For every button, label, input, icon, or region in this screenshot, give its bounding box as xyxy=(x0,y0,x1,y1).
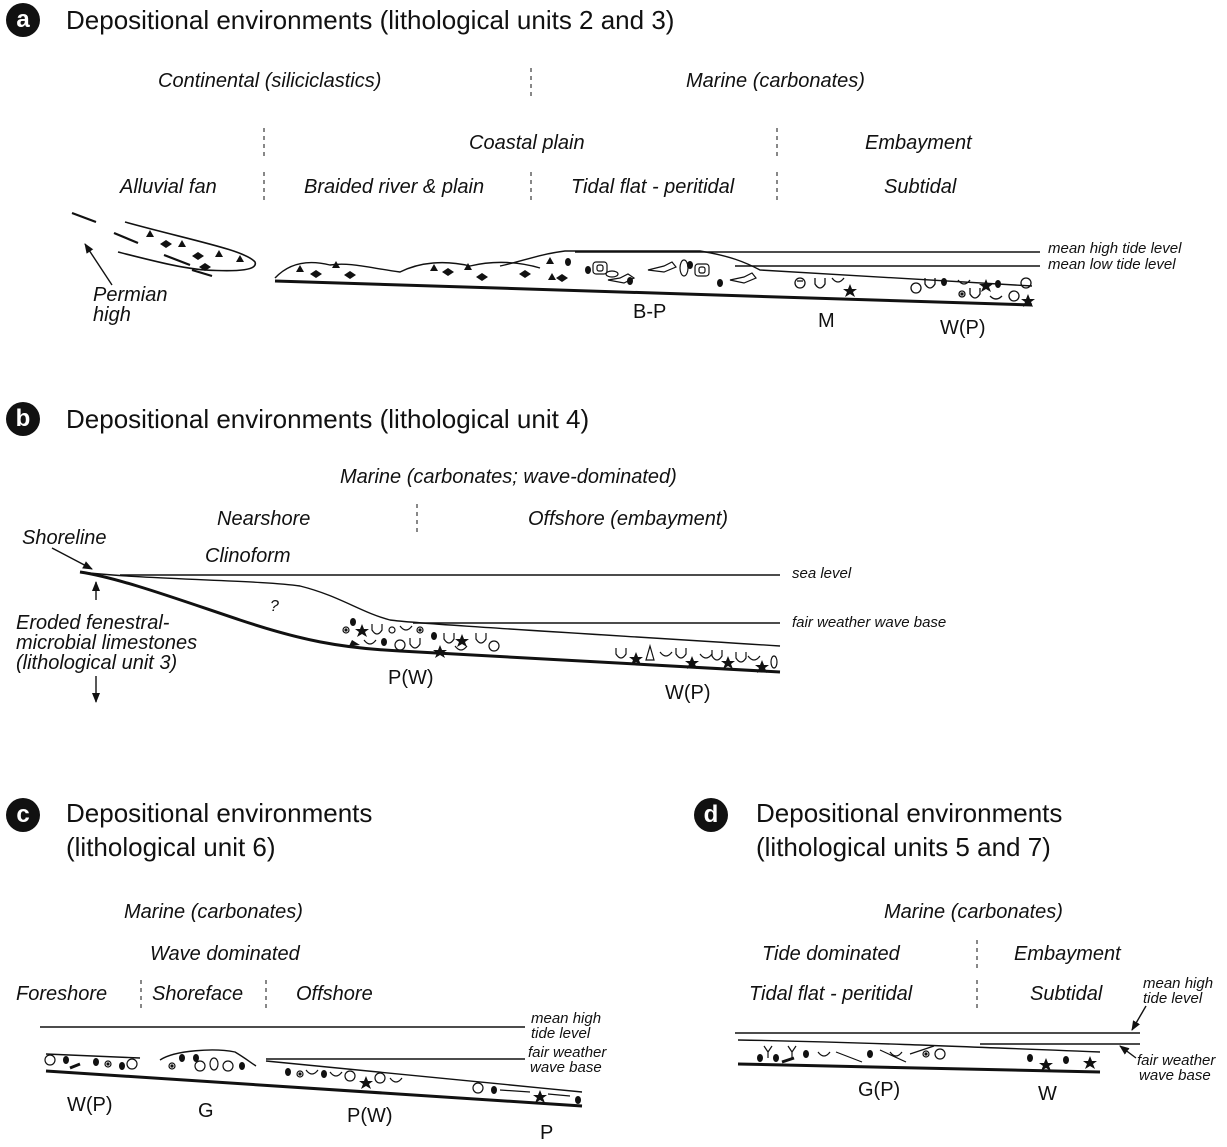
mht-arrow-d xyxy=(1131,1005,1147,1031)
tidal-flat-top xyxy=(499,250,1033,287)
panel-a-title: Depositional environments (lithological … xyxy=(66,5,675,35)
label-eroded-2: microbial limestones xyxy=(16,632,198,654)
label-braided: Braided river & plain xyxy=(304,176,485,198)
panel-a-badge: a xyxy=(6,3,40,37)
basin-base-line xyxy=(274,279,1033,307)
label-marine-a: Marine (carbonates) xyxy=(686,70,865,92)
label-offshore-b: Offshore (embayment) xyxy=(528,508,729,530)
panel-a-drawing xyxy=(71,68,1040,307)
label-embayment-d: Embayment xyxy=(1014,943,1121,965)
alluvial-fan-symbols xyxy=(146,230,568,282)
label-eroded-1: Eroded fenestral- xyxy=(16,612,170,634)
foreshore-top xyxy=(45,1053,141,1059)
label-fw-d-1: fair weather xyxy=(1137,1052,1216,1069)
label-alluvial-fan: Alluvial fan xyxy=(120,176,217,198)
label-fw-d-2: wave base xyxy=(1139,1067,1211,1084)
label-fwwb-b: fair weather wave base xyxy=(792,614,947,631)
label-wave-dominated: Wave dominated xyxy=(150,943,300,965)
code-g-c: G xyxy=(198,1100,214,1122)
code-w-p-a: W(P) xyxy=(940,317,986,339)
label-tide-dominated: Tide dominated xyxy=(762,943,900,965)
panel-c-badge: c xyxy=(6,798,40,832)
panel-c-title-2: (lithological unit 6) xyxy=(66,832,276,862)
label-embayment-a: Embayment xyxy=(865,132,972,154)
fw-arrow-d xyxy=(1119,1045,1137,1059)
label-subtidal-d: Subtidal xyxy=(1030,983,1103,1005)
panel-c-drawing xyxy=(40,980,583,1108)
alluvial-fan-wedge xyxy=(117,221,256,272)
code-g-p-d: G(P) xyxy=(858,1079,901,1101)
panel-d-title-1: Depositional environments xyxy=(756,798,1063,828)
label-tidal-flat-d: Tidal flat - peritidal xyxy=(749,983,913,1005)
clinoform-top xyxy=(79,571,781,647)
label-fw-c-1: fair weather xyxy=(528,1044,607,1061)
fault-4 xyxy=(191,268,213,278)
panel-c-title-1: Depositional environments xyxy=(66,798,373,828)
label-mht-c-2: tide level xyxy=(531,1025,591,1042)
label-marine-b: Marine (carbonates; wave-dominated) xyxy=(340,466,677,488)
clinoform-base xyxy=(79,570,781,674)
base-line-c xyxy=(45,1069,583,1108)
label-nearshore: Nearshore xyxy=(217,508,311,530)
fault-1 xyxy=(71,211,97,224)
label-marine-d: Marine (carbonates) xyxy=(884,901,1063,923)
base-line-d xyxy=(737,1062,1101,1074)
panel-d-drawing xyxy=(735,940,1147,1074)
label-foreshore: Foreshore xyxy=(16,983,108,1005)
shoreface-bar xyxy=(159,1049,257,1067)
label-permian: Permian xyxy=(93,284,168,306)
panel-d-title-2: (lithological units 5 and 7) xyxy=(756,832,1051,862)
fault-2 xyxy=(113,231,139,245)
label-shoreface: Shoreface xyxy=(152,983,244,1005)
offshore-top-c xyxy=(265,1060,583,1093)
label-offshore-c: Offshore xyxy=(296,983,373,1005)
panel-b-title: Depositional environments (lithological … xyxy=(66,404,590,434)
label-mht-c-1: mean high xyxy=(531,1010,602,1027)
panel-d-badge: d xyxy=(694,798,728,832)
label-mean-high-tide: mean high tide level xyxy=(1048,240,1182,257)
code-w-p-b: W(P) xyxy=(665,682,711,704)
tidal-flat-symbols xyxy=(565,258,757,287)
panel-d-symbols xyxy=(757,1045,1097,1071)
panel-c-symbols xyxy=(44,1054,581,1104)
label-subtidal-a: Subtidal xyxy=(884,176,957,198)
code-m: M xyxy=(818,310,835,332)
code-p-w-b: P(W) xyxy=(388,667,434,689)
fault-3 xyxy=(163,253,191,267)
shoreline-arrow xyxy=(51,547,93,570)
label-sea-level: sea level xyxy=(792,565,852,582)
offshore-symbols xyxy=(615,643,778,673)
code-w-p-c: W(P) xyxy=(67,1094,113,1116)
label-continental: Continental (siliciclastics) xyxy=(158,70,382,92)
label-coastal-plain: Coastal plain xyxy=(469,132,585,154)
braided-plain-top xyxy=(274,261,541,279)
label-mean-low-tide: mean low tide level xyxy=(1048,256,1176,273)
label-shoreline: Shoreline xyxy=(22,527,107,549)
label-permian-high: high xyxy=(93,304,131,326)
label-question: ? xyxy=(270,598,279,615)
label-eroded-3: (lithological unit 3) xyxy=(16,652,178,674)
panel-b-badge: b xyxy=(6,402,40,436)
label-fw-c-2: wave base xyxy=(530,1059,602,1076)
panel-b-drawing xyxy=(51,504,781,703)
label-clinoform: Clinoform xyxy=(205,545,291,567)
top-line-d xyxy=(737,1039,1101,1053)
nearshore-symbols xyxy=(342,618,500,658)
label-mht-d-2: tide level xyxy=(1143,990,1203,1007)
permian-arrow xyxy=(84,243,113,286)
label-marine-c: Marine (carbonates) xyxy=(124,901,303,923)
label-mht-d-1: mean high xyxy=(1143,975,1214,992)
code-w-d: W xyxy=(1038,1083,1057,1105)
code-p-w-c: P(W) xyxy=(347,1105,393,1127)
code-p-c: P xyxy=(540,1122,554,1144)
code-b-p: B-P xyxy=(633,301,667,323)
label-tidal-flat-a: Tidal flat - peritidal xyxy=(571,176,735,198)
subtidal-symbols xyxy=(794,277,1035,307)
